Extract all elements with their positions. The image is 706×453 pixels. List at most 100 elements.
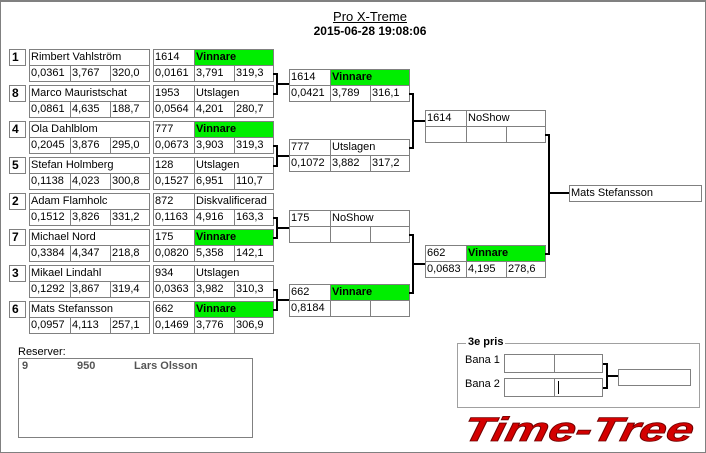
stat-cell: 4,023 <box>70 174 110 189</box>
stat-cell: 317,2 <box>370 156 409 171</box>
reserve-item[interactable]: 9 950 Lars Olsson <box>22 360 242 374</box>
stat-cell <box>466 127 506 142</box>
stat-cell: 320,0 <box>110 66 149 81</box>
lane-number: 777 <box>291 141 310 153</box>
stat-cell: 319,3 <box>234 66 273 81</box>
third-place-lane1-box[interactable] <box>504 354 603 373</box>
stat-cell: 0,0673 <box>155 139 189 151</box>
stat-cell: 316,1 <box>370 86 409 101</box>
third-place-result-box[interactable] <box>618 369 691 386</box>
stat-cell: 3,776 <box>194 318 234 333</box>
seed-number: 8 <box>9 85 26 102</box>
result-status: NoShow <box>330 211 409 226</box>
stat-cell <box>370 301 409 316</box>
connector-line <box>413 263 425 265</box>
result-status: Vinnare <box>466 246 545 261</box>
connector-line <box>273 217 277 219</box>
header: Pro X-Treme 2015-06-28 19:08:06 <box>280 10 460 39</box>
stat-cell: 188,7 <box>110 102 149 117</box>
racer-name-box[interactable]: Adam Flamholc <box>29 193 150 210</box>
lane2-cell[interactable] <box>554 379 602 396</box>
racer-name: Ola Dahlblom <box>31 123 98 135</box>
text-cursor <box>558 381 559 394</box>
reserves-list[interactable]: 9 950 Lars Olsson <box>18 358 253 438</box>
lane-stats-box[interactable]: 0,8184 <box>289 300 410 317</box>
connector-line <box>273 309 277 311</box>
stat-cell: 4,113 <box>70 318 110 333</box>
racer-name: Rimbert Vahlström <box>31 51 122 63</box>
result-status: Utslagen <box>194 158 273 173</box>
lane-number: 662 <box>427 247 446 259</box>
lane-stats-box[interactable] <box>289 226 410 243</box>
lane-header-box[interactable]: 662 Vinnare <box>425 245 546 262</box>
final-winner-name: Mats Stefansson <box>571 187 653 199</box>
final-winner-box[interactable]: Mats Stefansson <box>569 185 702 202</box>
stat-cell: 3,791 <box>194 66 234 81</box>
stat-cell <box>506 127 545 142</box>
stat-cell: 0,0161 <box>155 67 189 79</box>
connector-line <box>273 73 277 75</box>
stat-cell: 0,0421 <box>291 87 325 99</box>
stat-cell <box>426 127 466 142</box>
seed-number: 2 <box>9 193 26 210</box>
connector-line <box>409 147 413 149</box>
racer-name-box[interactable]: Rimbert Vahlström <box>29 49 150 66</box>
stat-cell: 0,0564 <box>155 103 189 115</box>
lane-number: 662 <box>155 303 174 315</box>
seed-number: 6 <box>9 301 26 318</box>
stat-cell: 0,8184 <box>291 302 325 314</box>
racer-name-box[interactable]: Ola Dahlblom <box>29 121 150 138</box>
stat-cell: 0,0861 <box>31 103 65 115</box>
connector-line <box>413 120 425 122</box>
racer-name-box[interactable]: Mikael Lindahl <box>29 265 150 282</box>
stat-cell: 0,2045 <box>31 139 65 151</box>
lane-stats-box[interactable] <box>425 126 546 143</box>
connector-line <box>409 292 413 294</box>
result-status: Vinnare <box>194 302 273 317</box>
racer-name-box[interactable]: Marco Mauristschat <box>29 85 150 102</box>
stat-cell: 6,951 <box>194 174 234 189</box>
reserve-seed: 9 <box>22 360 29 372</box>
racer-name-box[interactable]: Mats Stefansson <box>29 301 150 318</box>
lane-header-box[interactable]: 662 Vinnare <box>153 301 274 318</box>
racer-name-box[interactable]: Stefan Holmberg <box>29 157 150 174</box>
lane-number: 872 <box>155 195 174 207</box>
seed-number: 5 <box>9 157 26 174</box>
connector-line <box>273 165 277 167</box>
third-place-lane2-box[interactable] <box>504 378 603 397</box>
lane-number: 1614 <box>427 112 452 124</box>
stat-cell: 0,3384 <box>31 247 65 259</box>
racer-name-box[interactable]: Michael Nord <box>29 229 150 246</box>
